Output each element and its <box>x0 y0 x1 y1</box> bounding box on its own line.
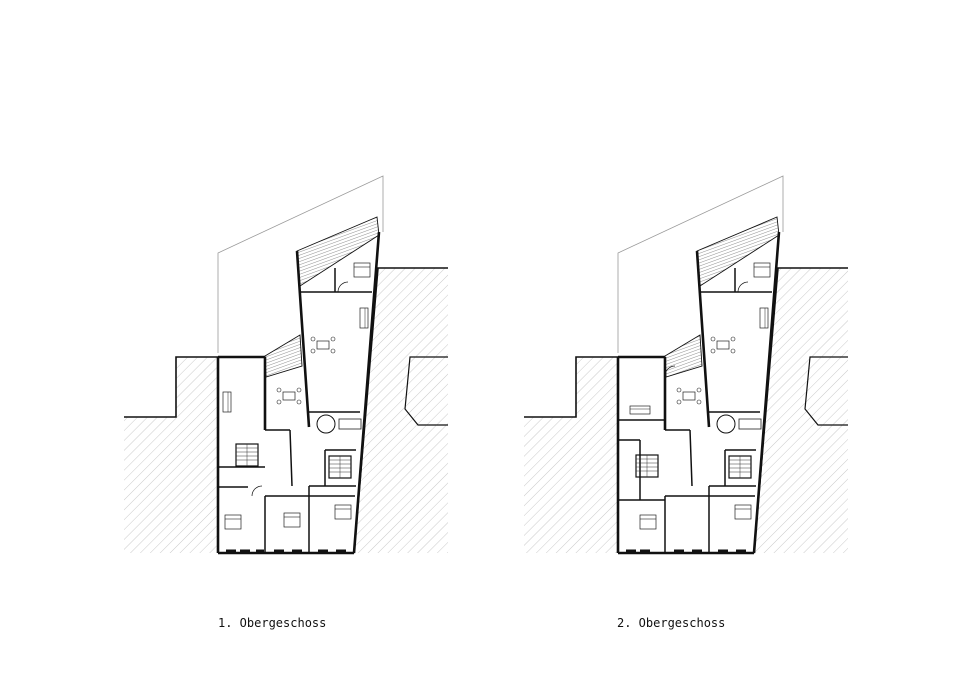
door-arc-icon-plan-1-b <box>251 485 263 497</box>
sofa-icon-plan-2-b <box>759 307 769 329</box>
bed-icon-plan-2-a <box>753 262 771 278</box>
bed-icon-plan-2-b <box>639 514 657 530</box>
dining-table-icon-plan-1 <box>310 336 336 354</box>
door-arc-icon-plan-2-b <box>737 281 749 293</box>
neighbour-right-plan-1 <box>354 268 448 553</box>
interior-walls-plan-1 <box>218 268 372 553</box>
bed-icon-plan-1-c <box>283 512 301 528</box>
terrace-hatch-upper-plan-2 <box>696 216 780 287</box>
site-outline-plan-1 <box>217 175 384 353</box>
plan-caption-1: 1. Obergeschoss <box>218 616 327 630</box>
door-arc-icon-plan-2 <box>664 365 676 377</box>
neighbour-left-plan-1 <box>124 357 218 553</box>
dining-table-icon-plan-1-b <box>276 387 302 405</box>
sofa-icon-plan-1-b <box>359 307 369 329</box>
bed-icon-plan-1-a <box>353 262 371 278</box>
neighbour-left-edge-plan-1 <box>124 356 218 418</box>
terrace-hatch-lower-plan-1 <box>264 334 303 378</box>
interior-walls-plan-2 <box>618 268 772 553</box>
stair-icon-plan-1-a <box>235 443 259 467</box>
outer-walls-plan-2 <box>616 231 781 555</box>
bed-icon-plan-1-d <box>334 504 352 520</box>
dining-table-icon-plan-2 <box>710 336 736 354</box>
door-swing-icon-plan-1 <box>316 414 336 434</box>
dining-table-icon-plan-2-b <box>676 387 702 405</box>
door-swing-icon-plan-2 <box>716 414 736 434</box>
terrace-hatch-lower-plan-2 <box>664 334 703 378</box>
plan-1 <box>124 175 448 555</box>
bathtub-icon-plan-1 <box>338 418 362 430</box>
outer-walls-plan-1 <box>216 231 381 555</box>
door-arc-icon-plan-1 <box>337 281 349 293</box>
plan-caption-2: 2. Obergeschoss <box>617 616 726 630</box>
site-outline-plan-2 <box>617 175 784 353</box>
stair-icon-plan-2-b <box>728 455 752 479</box>
bathtub-icon-plan-2 <box>738 418 762 430</box>
neighbour-right-step-plan-2 <box>804 356 848 426</box>
plan-2 <box>524 175 848 555</box>
neighbour-left-edge-plan-2 <box>524 356 618 418</box>
neighbour-left-plan-2 <box>524 357 618 553</box>
terrace-hatch-upper-plan-1 <box>296 216 380 287</box>
sofa-icon-plan-2 <box>629 405 651 415</box>
sofa-icon-plan-1 <box>222 391 232 413</box>
bed-icon-plan-1-b <box>224 514 242 530</box>
neighbour-right-plan-2 <box>754 268 848 553</box>
bed-icon-plan-2-c <box>734 504 752 520</box>
stair-icon-plan-1-b <box>328 455 352 479</box>
neighbour-right-step-plan-1 <box>404 356 448 426</box>
